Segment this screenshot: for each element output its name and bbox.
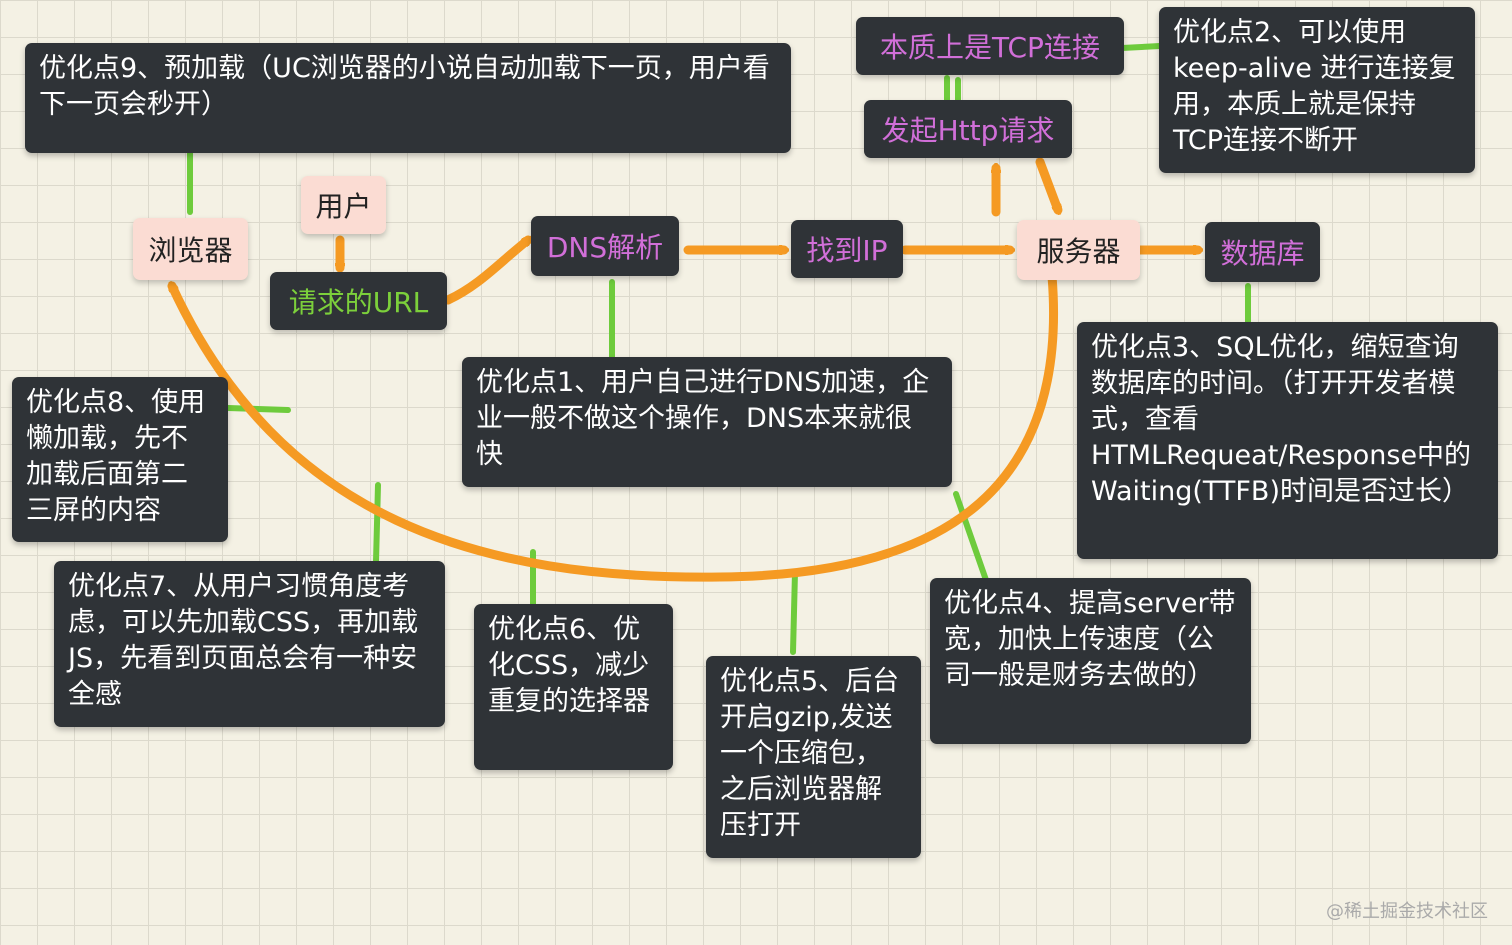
note-opt1: 优化点1、用户自己进行DNS加速，企业一般不做这个操作，DNS本来就很快 [462, 357, 952, 487]
note-opt2: 优化点2、可以使用keep-alive 进行连接复用，本质上就是保持TCP连接不… [1159, 7, 1475, 173]
note-opt5: 优化点5、后台开启gzip,发送一个压缩包，之后浏览器解压打开 [706, 656, 921, 858]
node-http: 发起Http请求 [864, 100, 1072, 158]
note-opt3: 优化点3、SQL优化，缩短查询数据库的时间。（打开开发者模式，查看HTMLReq… [1077, 322, 1498, 559]
arrow-server-browser [167, 271, 1058, 582]
note-opt7: 优化点7、从用户习惯角度考虑，可以先加载CSS，再加载JS，先看到页面总会有一种… [54, 561, 445, 727]
connector-opt5 [790, 569, 798, 655]
node-browser: 浏览器 [133, 218, 248, 280]
node-user: 用户 [301, 176, 386, 234]
node-database: 数据库 [1205, 222, 1320, 282]
watermark: @稀土掘金技术社区 [1326, 901, 1488, 922]
node-request-url: 请求的URL [270, 272, 447, 330]
node-tcp: 本质上是TCP连接 [856, 17, 1124, 75]
connector-opt4 [953, 491, 989, 583]
connector-opt8 [225, 405, 291, 413]
note-opt4: 优化点4、提高server带宽，加快上传速度（公司一般是财务去做的） [930, 578, 1251, 744]
arrow-url-dns [443, 235, 528, 305]
note-opt6: 优化点6、优化CSS，减少重复的选择器 [474, 604, 673, 770]
node-dns: DNS解析 [531, 216, 679, 276]
connector-opt7 [373, 482, 381, 565]
node-server: 服务器 [1017, 220, 1140, 280]
connector-opt2 [1119, 43, 1163, 51]
note-opt9: 优化点9、预加载（UC浏览器的小说自动加载下一页，用户看下一页会秒开） [25, 43, 791, 153]
node-find-ip: 找到IP [791, 220, 903, 278]
arrow-http-server [1035, 157, 1063, 210]
note-opt8: 优化点8、使用懒加载，先不加载后面第二三屏的内容 [12, 377, 228, 542]
